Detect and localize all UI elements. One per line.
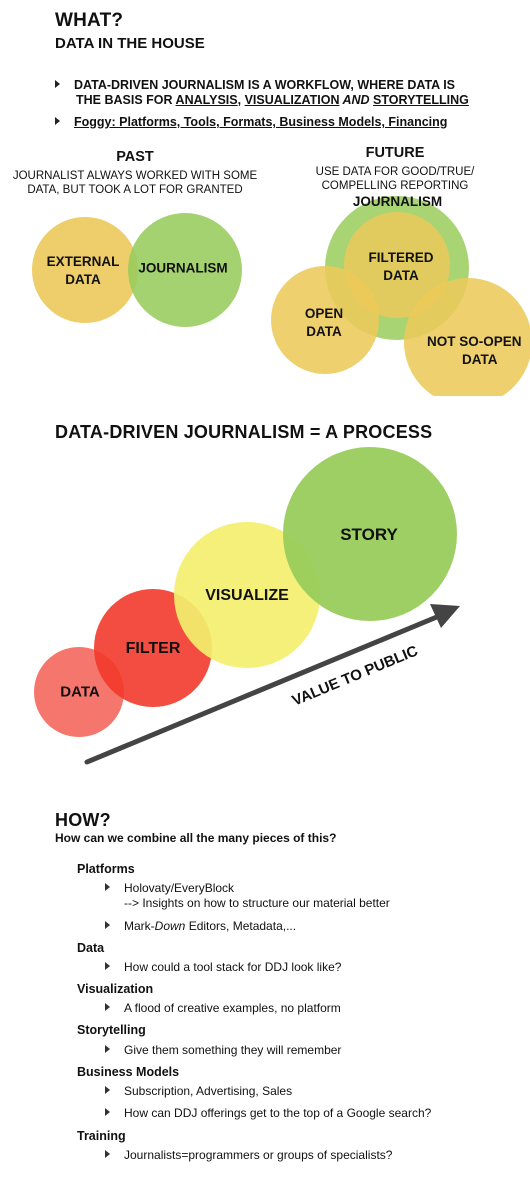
bullet-triangle-icon — [105, 962, 110, 970]
how-item-platforms-1: Holovaty/EveryBlock — [105, 881, 234, 895]
future-not-so-open-data-circle — [404, 278, 530, 406]
future-open-data-circle — [271, 266, 379, 374]
how-item-data: How could a tool stack for DDJ look like… — [105, 960, 341, 974]
how-item-training: Journalists=programmers or groups of spe… — [105, 1148, 392, 1162]
bullet-triangle-icon — [105, 1045, 110, 1053]
analysis-link[interactable]: ANALYSIS — [175, 93, 238, 107]
how-item-platforms-1-detail: --> Insights on how to structure our mat… — [124, 896, 390, 910]
what-title: WHAT? — [55, 10, 124, 31]
future-title: FUTURE — [365, 145, 425, 161]
process-visualize-circle — [174, 522, 320, 668]
process-step-visualize: VISUALIZE — [205, 587, 289, 604]
bullet-triangle-icon — [55, 80, 60, 88]
value-arrow-shaft — [84, 611, 447, 765]
bullet-triangle-icon — [105, 1003, 110, 1011]
future-journalism-label: JOURNALISM — [352, 194, 443, 209]
future-not-so-open-data-label: NOT SO-OPEN DATA — [427, 334, 522, 367]
process-step-data: DATA — [60, 683, 100, 701]
past-journalism-circle — [128, 213, 242, 327]
past-journalism-label: JOURNALISM — [138, 260, 228, 276]
bullet-triangle-icon — [105, 1086, 110, 1094]
process-step-filter: FILTER — [125, 640, 181, 657]
future-description: USE DATA FOR GOOD/TRUE/ COMPELLING REPOR… — [315, 166, 475, 192]
process-story-circle — [283, 447, 457, 621]
how-category-storytelling: Storytelling — [77, 1023, 146, 1037]
bullet-triangle-icon — [55, 117, 60, 125]
value-arrow-head — [430, 604, 460, 628]
how-title: HOW? — [55, 810, 111, 830]
bullet-triangle-icon — [105, 1108, 110, 1116]
process-title: DATA-DRIVEN JOURNALISM = A PROCESS — [55, 422, 433, 442]
how-category-training: Training — [77, 1129, 126, 1143]
how-item-platforms-2: Mark-Down Editors, Metadata,... — [105, 919, 296, 933]
process-step-story: STORY — [340, 525, 398, 544]
visualization-link[interactable]: VISUALIZATION — [244, 93, 340, 107]
past-title: PAST — [116, 149, 154, 165]
storytelling-link[interactable]: STORYTELLING — [373, 93, 469, 107]
how-category-visualization: Visualization — [77, 982, 154, 996]
how-item-visualization: A flood of creative examples, no platfor… — [105, 1001, 341, 1015]
what-bullet-1: DATA-DRIVEN JOURNALISM IS A WORKFLOW, WH… — [55, 78, 469, 108]
how-subtitle: How can we combine all the many pieces o… — [55, 831, 337, 845]
bullet-triangle-icon — [105, 883, 110, 891]
how-category-business-models: Business Models — [77, 1065, 180, 1079]
bullet-triangle-icon — [105, 921, 110, 929]
what-bullet-2: Foggy: Platforms, Tools, Formats, Busine… — [55, 115, 447, 130]
how-item-business-2: How can DDJ offerings get to the top of … — [105, 1106, 431, 1120]
how-item-storytelling: Give them something they will remember — [105, 1043, 341, 1057]
past-description: JOURNALIST ALWAYS WORKED WITH SOME DATA,… — [12, 170, 258, 196]
how-item-business-1: Subscription, Advertising, Sales — [105, 1084, 292, 1098]
bullet-triangle-icon — [105, 1150, 110, 1158]
how-category-platforms: Platforms — [77, 862, 135, 876]
how-category-data: Data — [77, 941, 105, 955]
past-external-data-circle — [32, 217, 138, 323]
what-subtitle: DATA IN THE HOUSE — [55, 35, 205, 52]
